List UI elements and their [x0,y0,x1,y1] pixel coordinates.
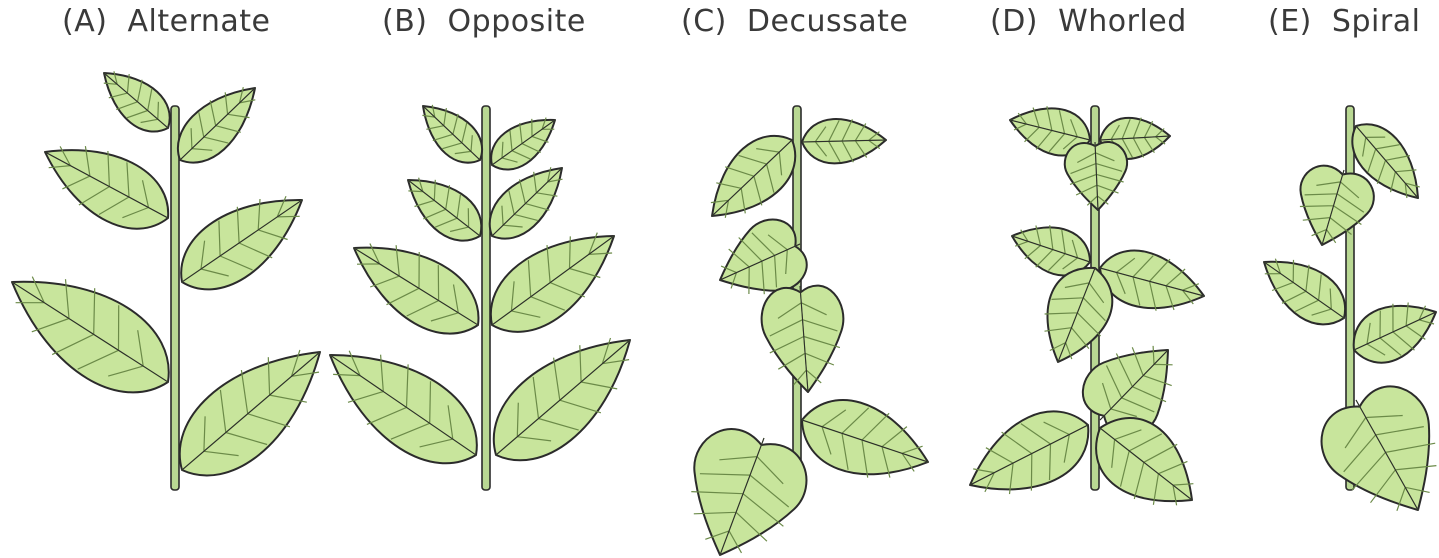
leaf [491,233,614,332]
leaf [490,167,563,238]
leaf-blade [1300,166,1373,245]
leaf [330,351,477,463]
leaf-blade [970,411,1088,489]
leaf [802,119,886,163]
leaf-blade [762,286,844,392]
stem [171,106,179,490]
leaf [354,244,478,334]
leaf [1264,259,1345,325]
leaf [1322,386,1437,510]
stem [482,106,490,490]
leaf [181,196,302,289]
leaf [802,400,928,478]
leaf [1065,142,1127,210]
plant-spiral [1264,106,1436,511]
leaf [104,71,170,131]
leaf-blade [1322,386,1430,510]
leaf [1100,251,1204,311]
leaf [1300,166,1374,245]
leaf-blade [354,248,478,334]
leaf [1045,268,1113,362]
leaf [178,87,255,162]
plant-alternate [12,71,320,490]
leaf-blade [1354,306,1436,363]
leaf-blade [12,282,169,393]
plant-opposite [330,105,630,490]
leaf [970,411,1088,494]
leaf [711,136,795,218]
leaf [1012,225,1090,275]
leaf [422,105,482,163]
leaf [12,277,169,393]
leaf [691,429,806,555]
leaf [45,146,168,229]
leaf [408,178,481,241]
leaf [720,220,807,295]
leaf [494,338,630,460]
leaf [1354,303,1436,363]
leaf [180,350,320,476]
plant-whorled [970,106,1204,505]
leaf [1096,418,1193,505]
plant-decussate [691,106,928,555]
leaf [762,286,844,392]
leaf [491,118,555,170]
